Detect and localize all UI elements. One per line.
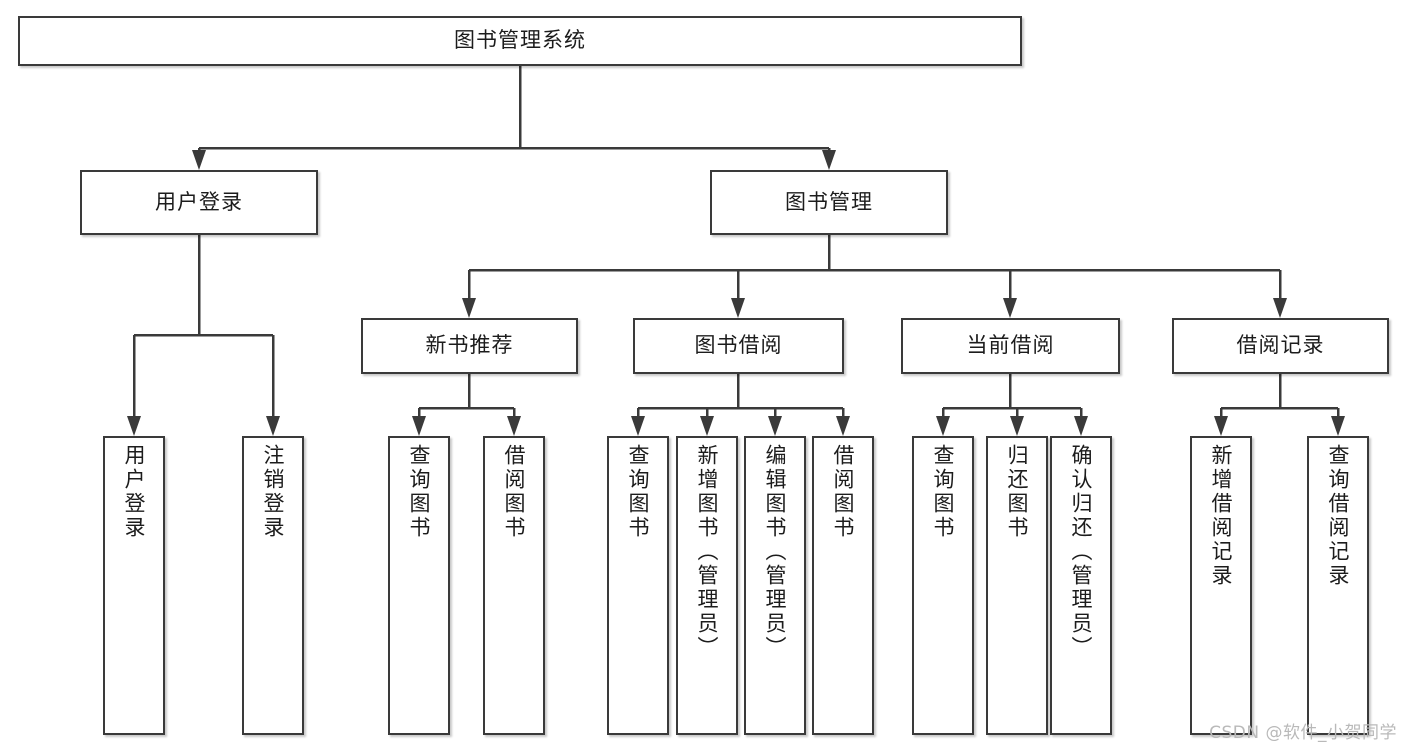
node-leaf-4[interactable]: 查询图书 bbox=[607, 436, 669, 735]
node-leaf-5[interactable]: 新增图书（管理员） bbox=[676, 436, 738, 735]
node-leaf-11-label: 新增借阅记录 bbox=[1209, 444, 1234, 588]
node-leaf-11[interactable]: 新增借阅记录 bbox=[1190, 436, 1252, 735]
node-level3-1-label: 图书借阅 bbox=[694, 333, 783, 358]
node-level3-1[interactable]: 图书借阅 bbox=[633, 318, 844, 374]
node-level3-3-label: 借阅记录 bbox=[1236, 333, 1325, 358]
node-leaf-8-label: 查询图书 bbox=[931, 444, 956, 540]
node-leaf-9-label: 归还图书 bbox=[1005, 444, 1030, 540]
node-leaf-0[interactable]: 用户登录 bbox=[103, 436, 165, 735]
node-leaf-4-label: 查询图书 bbox=[626, 444, 651, 540]
node-leaf-5-label: 新增图书（管理员） bbox=[695, 444, 720, 660]
node-leaf-10[interactable]: 确认归还（管理员） bbox=[1050, 436, 1112, 735]
node-level3-3[interactable]: 借阅记录 bbox=[1172, 318, 1389, 374]
node-leaf-9[interactable]: 归还图书 bbox=[986, 436, 1048, 735]
node-root[interactable]: 图书管理系统 bbox=[18, 16, 1022, 66]
node-root-label: 图书管理系统 bbox=[454, 28, 586, 53]
node-leaf-3-label: 借阅图书 bbox=[502, 444, 527, 540]
node-level2-1[interactable]: 图书管理 bbox=[710, 170, 948, 235]
node-leaf-6[interactable]: 编辑图书（管理员） bbox=[744, 436, 806, 735]
node-leaf-2[interactable]: 查询图书 bbox=[388, 436, 450, 735]
node-leaf-6-label: 编辑图书（管理员） bbox=[763, 444, 788, 660]
node-leaf-0-label: 用户登录 bbox=[122, 444, 147, 540]
node-leaf-1-label: 注销登录 bbox=[261, 444, 286, 540]
node-leaf-8[interactable]: 查询图书 bbox=[912, 436, 974, 735]
node-level2-0[interactable]: 用户登录 bbox=[80, 170, 318, 235]
node-leaf-10-label: 确认归还（管理员） bbox=[1069, 444, 1094, 660]
node-leaf-7-label: 借阅图书 bbox=[831, 444, 856, 540]
node-level3-2-label: 当前借阅 bbox=[966, 333, 1055, 358]
node-level3-0[interactable]: 新书推荐 bbox=[361, 318, 578, 374]
csdn-watermark: CSDN @软件_小贺同学 bbox=[1209, 723, 1397, 743]
node-leaf-1[interactable]: 注销登录 bbox=[242, 436, 304, 735]
node-level2-0-label: 用户登录 bbox=[155, 189, 243, 214]
node-level3-2[interactable]: 当前借阅 bbox=[901, 318, 1120, 374]
node-leaf-12-label: 查询借阅记录 bbox=[1326, 444, 1351, 588]
node-leaf-3[interactable]: 借阅图书 bbox=[483, 436, 545, 735]
node-level3-0-label: 新书推荐 bbox=[425, 333, 514, 358]
node-level2-1-label: 图书管理 bbox=[785, 189, 873, 214]
node-leaf-7[interactable]: 借阅图书 bbox=[812, 436, 874, 735]
node-leaf-12[interactable]: 查询借阅记录 bbox=[1307, 436, 1369, 735]
node-leaf-2-label: 查询图书 bbox=[407, 444, 432, 540]
